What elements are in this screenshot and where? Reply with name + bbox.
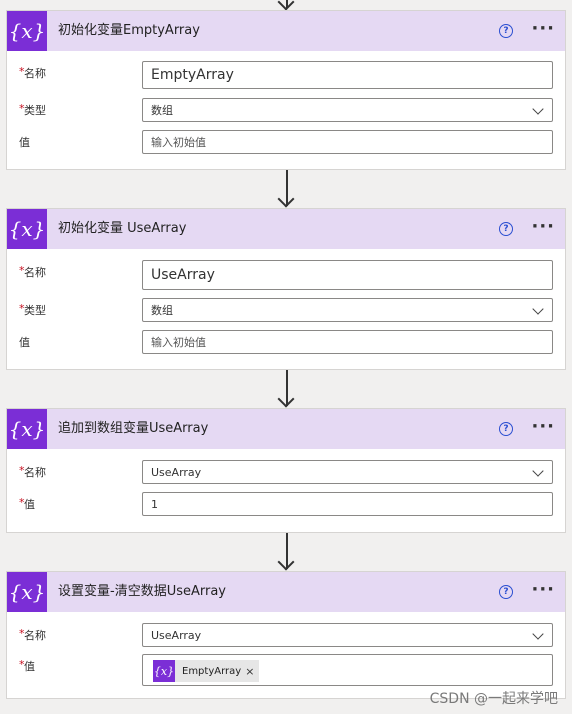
- type-select-value: 数组: [151, 104, 173, 117]
- help-icon[interactable]: ?: [499, 585, 513, 599]
- value-input-placeholder: 输入初始值: [151, 136, 206, 149]
- type-select[interactable]: 数组: [142, 98, 553, 122]
- field-label-value: 值: [24, 660, 35, 673]
- help-icon[interactable]: ?: [499, 422, 513, 436]
- field-label-name: 名称: [24, 266, 46, 279]
- action-card-set-variable: {x} 设置变量-清空数据UseArray ? ··· * 名称 UseArra…: [6, 571, 566, 699]
- name-select-value: UseArray: [151, 629, 202, 642]
- card-header[interactable]: {x} 初始化变量EmptyArray ? ···: [7, 11, 565, 51]
- chevron-down-icon: [532, 303, 544, 315]
- field-label-name: 名称: [24, 629, 46, 642]
- required-marker: *: [19, 65, 25, 78]
- field-label-value: 值: [19, 136, 30, 149]
- required-marker: *: [19, 627, 25, 640]
- variable-icon: {x}: [7, 11, 47, 51]
- required-marker: *: [19, 302, 25, 315]
- dynamic-content-token[interactable]: {x} EmptyArray ×: [153, 660, 260, 682]
- watermark: CSDN @一起来学吧: [429, 691, 558, 707]
- variable-icon: {x}: [7, 209, 47, 249]
- required-marker: *: [19, 496, 25, 509]
- chevron-down-icon: [532, 465, 544, 477]
- card-header[interactable]: {x} 初始化变量 UseArray ? ···: [7, 209, 565, 249]
- action-card-init-emptyarray: {x} 初始化变量EmptyArray ? ··· * 名称 EmptyArra…: [6, 10, 566, 170]
- field-label-value: 值: [24, 498, 35, 511]
- name-input-value: UseArray: [151, 267, 215, 283]
- field-label-name: 名称: [24, 67, 46, 80]
- chevron-down-icon: [532, 628, 544, 640]
- help-icon[interactable]: ?: [499, 24, 513, 38]
- variable-icon: {x}: [153, 660, 175, 682]
- action-card-init-usearray: {x} 初始化变量 UseArray ? ··· * 名称 UseArray *…: [6, 208, 566, 370]
- field-label-type: 类型: [24, 304, 46, 317]
- variable-icon: {x}: [7, 409, 47, 449]
- field-label-type: 类型: [24, 104, 46, 117]
- card-title[interactable]: 初始化变量EmptyArray: [58, 23, 200, 38]
- more-options-icon[interactable]: ···: [531, 416, 555, 437]
- chevron-down-icon: [532, 103, 544, 115]
- field-label-value: 值: [19, 336, 30, 349]
- value-input-value: 1: [151, 498, 158, 511]
- card-header[interactable]: {x} 追加到数组变量UseArray ? ···: [7, 409, 565, 449]
- name-select-value: UseArray: [151, 466, 202, 479]
- card-title[interactable]: 追加到数组变量UseArray: [58, 421, 209, 436]
- value-input[interactable]: {x} EmptyArray ×: [142, 654, 553, 686]
- more-options-icon[interactable]: ···: [531, 18, 555, 39]
- token-label: EmptyArray: [182, 665, 242, 677]
- value-input[interactable]: 输入初始值: [142, 330, 553, 354]
- connector-arrow-3: [277, 370, 296, 408]
- required-marker: *: [19, 264, 25, 277]
- type-select[interactable]: 数组: [142, 298, 553, 322]
- required-marker: *: [19, 464, 25, 477]
- connector-arrow-1: [277, 0, 296, 11]
- more-options-icon[interactable]: ···: [531, 216, 555, 237]
- card-header[interactable]: {x} 设置变量-清空数据UseArray ? ···: [7, 572, 565, 612]
- value-input-placeholder: 输入初始值: [151, 336, 206, 349]
- name-input-value: EmptyArray: [151, 67, 234, 83]
- connector-arrow-2: [277, 170, 296, 208]
- name-select[interactable]: UseArray: [142, 460, 553, 484]
- name-input[interactable]: EmptyArray: [142, 61, 553, 89]
- card-title[interactable]: 初始化变量 UseArray: [58, 221, 187, 236]
- field-label-name: 名称: [24, 466, 46, 479]
- connector-arrow-4: [277, 533, 296, 571]
- more-options-icon[interactable]: ···: [531, 579, 555, 600]
- required-marker: *: [19, 658, 25, 671]
- value-input[interactable]: 输入初始值: [142, 130, 553, 154]
- value-input[interactable]: 1: [142, 492, 553, 516]
- action-card-append-usearray: {x} 追加到数组变量UseArray ? ··· * 名称 UseArray …: [6, 408, 566, 533]
- close-icon[interactable]: ×: [245, 664, 255, 678]
- type-select-value: 数组: [151, 304, 173, 317]
- variable-icon: {x}: [7, 572, 47, 612]
- name-input[interactable]: UseArray: [142, 260, 553, 290]
- help-icon[interactable]: ?: [499, 222, 513, 236]
- card-title[interactable]: 设置变量-清空数据UseArray: [58, 584, 226, 599]
- name-select[interactable]: UseArray: [142, 623, 553, 647]
- required-marker: *: [19, 102, 25, 115]
